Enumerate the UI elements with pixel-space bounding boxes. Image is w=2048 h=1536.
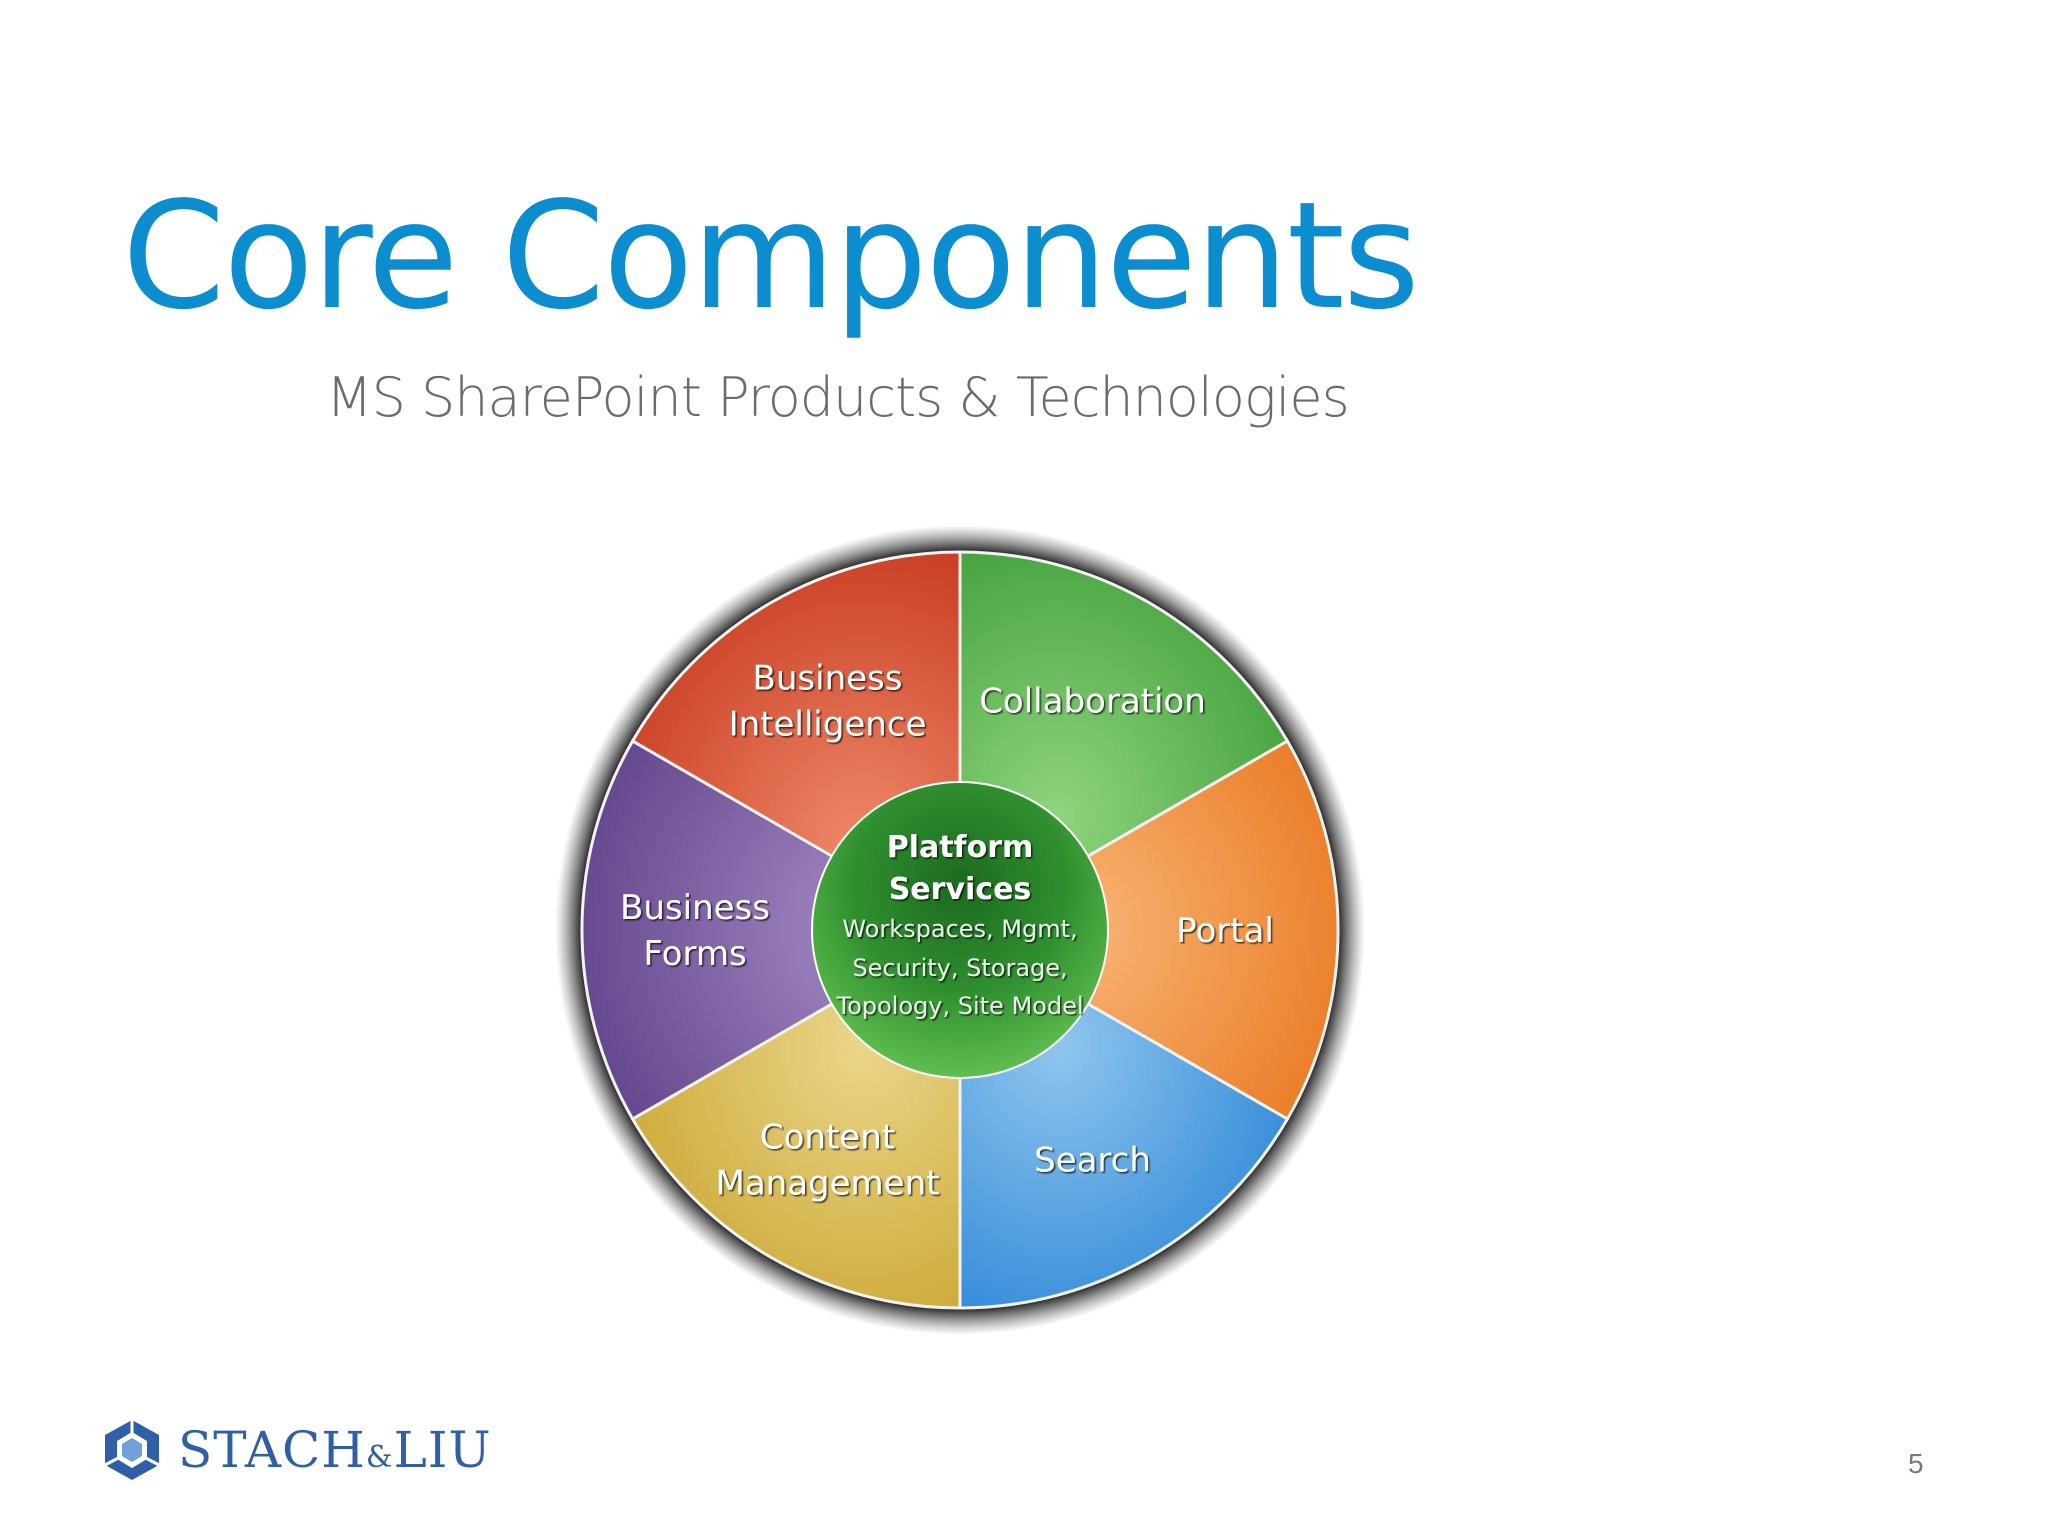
slide-subtitle: MS SharePoint Products & Technologies	[326, 366, 1350, 429]
company-logo: STACH&LIU	[100, 1418, 492, 1482]
stach-liu-logo-icon	[104, 1420, 160, 1480]
center-detail-line1: Workspaces, Mgmt,	[842, 915, 1077, 943]
center-hub	[811, 781, 1109, 1079]
center-detail-line2: Security, Storage,	[852, 954, 1067, 982]
segment-label-search-line1: Search	[1034, 1141, 1151, 1181]
page-number: 5	[1908, 1448, 1924, 1479]
center-detail-line3: Topology, Site Model	[836, 992, 1084, 1020]
segment-label-business-forms-line1: Business	[620, 888, 770, 928]
segment-label-business-intelligence-line1: Business	[753, 659, 903, 699]
segment-business-forms	[580, 738, 964, 1122]
center-title-line2: Services	[889, 872, 1032, 907]
segment-portal	[956, 738, 1340, 1122]
slide-title: Core Components	[122, 170, 1420, 342]
center-title-line1: Platform	[887, 830, 1034, 865]
segment-label-collaboration-line1: Collaboration	[979, 682, 1206, 722]
segment-label-content-management-line2: Management	[716, 1164, 940, 1204]
segment-label-business-intelligence-line2: Intelligence	[729, 705, 927, 745]
segment-label-portal-line1: Portal	[1176, 911, 1274, 951]
logo-wordmark: STACH&LIU	[178, 1421, 492, 1479]
segment-label-content-management-line1: Content	[760, 1118, 895, 1158]
segment-label-business-forms-line2: Forms	[643, 934, 746, 974]
